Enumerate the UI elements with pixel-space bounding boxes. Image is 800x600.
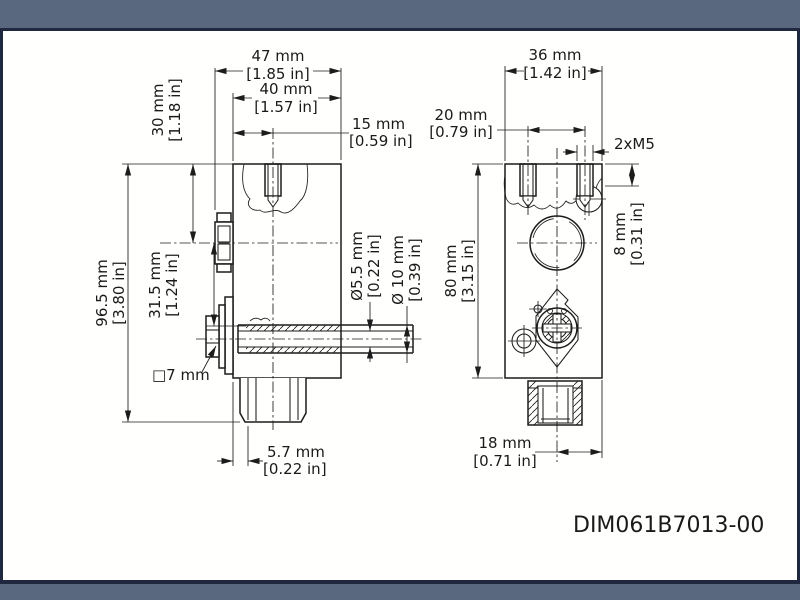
frame-left-border xyxy=(0,28,3,584)
dim-knob-offset-mm: 30 mm xyxy=(149,83,167,136)
pin-hole xyxy=(529,301,547,317)
frame-top-bar xyxy=(0,0,800,28)
dim-overall-width-mm: 47 mm xyxy=(251,47,304,65)
dim-shaft-offset-mm: 31.5 mm xyxy=(146,251,164,318)
dim-step-width-mm: 5.7 mm xyxy=(267,443,325,461)
left-knob xyxy=(214,212,234,273)
dim-shaft-diameter-in: [0.39 in] xyxy=(406,238,424,302)
dim-step-width-in: [0.22 in] xyxy=(263,460,327,478)
frame-bottom-border xyxy=(0,580,800,584)
left-shaft xyxy=(237,317,414,354)
dim-overall-height-mm: 96.5 mm xyxy=(93,259,111,326)
dim-right-width-mm: 36 mm xyxy=(528,46,581,64)
frame-right-border xyxy=(797,28,800,584)
left-view: 47 mm [1.85 in] 40 mm [1.57 in] 15 mm [0… xyxy=(93,47,424,478)
dim-port-offset-mm: 15 mm xyxy=(352,115,405,133)
right-view: 36 mm [1.42 in] 20 mm [0.79 in] 2xM5 8 m… xyxy=(429,46,655,470)
drawing-number: DIM061B7013-00 xyxy=(573,513,764,538)
bottom-fitting xyxy=(527,380,583,426)
frame-bottom-bar xyxy=(0,584,800,600)
dim-bore-diameter-mm: Ø5.5 mm xyxy=(348,231,366,301)
cast-squiggle xyxy=(249,317,271,322)
dim-shaft-offset-in: [1.24 in] xyxy=(163,253,181,317)
frame-top-border xyxy=(0,28,800,31)
dim-right-width-in: [1.42 in] xyxy=(523,64,587,82)
side-hole xyxy=(508,325,540,357)
dim-thread-callout: 2xM5 xyxy=(614,135,655,153)
dim-overall-height-in: [3.80 in] xyxy=(110,261,128,325)
left-view-top-hatch xyxy=(242,163,309,214)
dim-body-width-mm: 40 mm xyxy=(259,80,312,98)
dim-hole-spacing-mm: 20 mm xyxy=(434,106,487,124)
dim-bore-diameter-in: [0.22 in] xyxy=(365,234,383,298)
dim-port-to-face-mm: 18 mm xyxy=(478,434,531,452)
dim-port-offset-in: [0.59 in] xyxy=(349,132,413,150)
dim-square-callout: □7 mm xyxy=(152,366,210,384)
right-body-outline xyxy=(504,163,603,379)
dim-counterbore-depth-mm: 8 mm xyxy=(611,212,629,256)
dim-body-height-in: [3.15 in] xyxy=(459,239,477,303)
right-view-dimensions: 36 mm [1.42 in] 20 mm [0.79 in] 2xM5 8 m… xyxy=(429,46,655,470)
dim-overall-width-in: [1.85 in] xyxy=(246,65,310,83)
dim-body-height-mm: 80 mm xyxy=(442,244,460,297)
dim-body-width-in: [1.57 in] xyxy=(254,98,318,116)
dim-port-to-face-in: [0.71 in] xyxy=(473,452,537,470)
left-shaft-flange xyxy=(205,296,234,375)
dim-knob-offset-in: [1.18 in] xyxy=(166,78,184,142)
dim-shaft-diameter-mm: Ø 10 mm xyxy=(389,235,407,305)
left-view-dimensions: 47 mm [1.85 in] 40 mm [1.57 in] 15 mm [0… xyxy=(93,47,424,478)
left-body-outline xyxy=(232,163,342,379)
dim-counterbore-depth-in: [0.31 in] xyxy=(628,202,646,266)
dim-hole-spacing-in: [0.79 in] xyxy=(429,123,493,141)
